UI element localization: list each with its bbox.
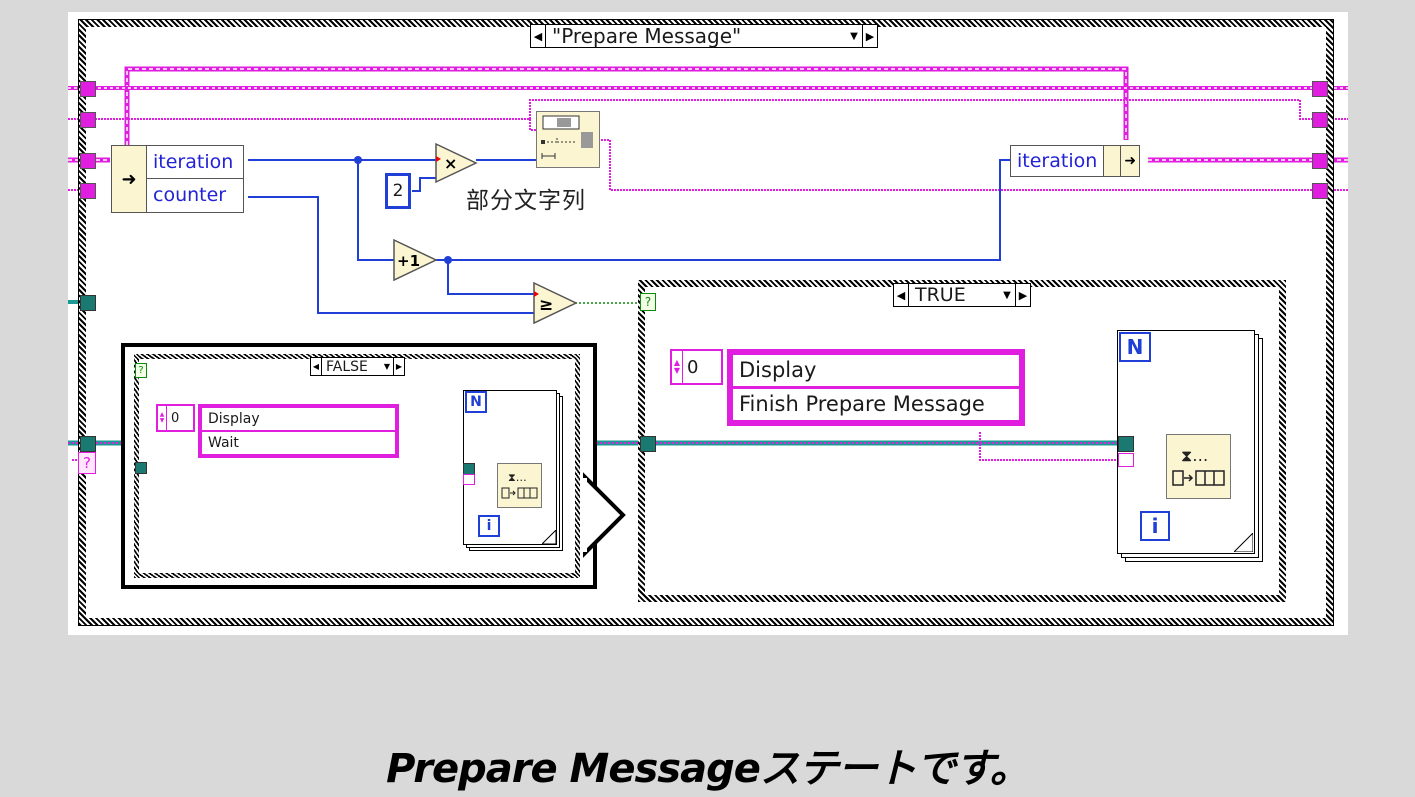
auto-index-tunnel[interactable] xyxy=(463,474,475,485)
queue-tunnel[interactable] xyxy=(640,436,656,452)
increment-node[interactable]: +1 xyxy=(392,238,438,282)
loop-count-terminal[interactable]: N xyxy=(1119,332,1151,362)
right-triangle-icon[interactable]: ▶ xyxy=(393,358,404,375)
left-triangle-icon[interactable]: ◀ xyxy=(894,284,909,306)
shift-register-tunnel[interactable] xyxy=(1312,153,1328,169)
svg-text:⧗…: ⧗… xyxy=(508,471,527,484)
shift-register-tunnel[interactable] xyxy=(80,81,96,97)
svg-text:⧗…: ⧗… xyxy=(1181,446,1208,465)
spin-arrows-icon[interactable]: ▲▼ xyxy=(158,406,167,430)
unbundle-field-iteration[interactable]: iteration xyxy=(147,146,243,179)
queue-tunnel[interactable] xyxy=(80,436,96,452)
auto-index-tunnel[interactable] xyxy=(1118,453,1134,467)
enqueue-icon: ⧗… xyxy=(1172,446,1225,486)
array-elements: Display Finish Prepare Message xyxy=(727,349,1025,426)
false-case-selector-terminal[interactable]: ? xyxy=(135,363,147,378)
loop-count-terminal[interactable]: N xyxy=(465,391,487,413)
right-arrow-icon: ➜ xyxy=(1120,146,1140,176)
down-triangle-icon[interactable]: ▼ xyxy=(1003,289,1011,301)
unbundle-by-name[interactable]: ➜ iteration counter xyxy=(111,145,244,213)
array-constant-false[interactable]: ▲▼ 0 Display Wait xyxy=(156,404,399,458)
case-selector-label: TRUE xyxy=(915,284,966,306)
array-index-display[interactable]: ▲▼ 0 xyxy=(670,349,723,385)
enqueue-icon: ⧗… xyxy=(501,471,538,499)
shift-register-tunnel[interactable] xyxy=(1312,183,1328,199)
queue-tunnel[interactable] xyxy=(1118,436,1134,452)
unbundle-field-counter[interactable]: counter xyxy=(153,184,227,206)
array-elements: Display Wait xyxy=(198,404,399,458)
greater-or-equal-node[interactable]: ≥ xyxy=(532,281,578,325)
array-element[interactable]: Display xyxy=(202,408,395,430)
right-triangle-icon[interactable]: ▶ xyxy=(862,25,877,47)
slide-caption: Prepare Messageステートです。 xyxy=(386,746,1030,792)
array-element[interactable]: Display xyxy=(733,355,1019,386)
compare-symbol: ≥ xyxy=(539,295,553,315)
error-case-terminal[interactable]: ? xyxy=(78,452,96,474)
array-element[interactable]: Finish Prepare Message xyxy=(733,389,1019,420)
page-fold-icon xyxy=(542,530,556,544)
array-index-display[interactable]: ▲▼ 0 xyxy=(156,404,195,432)
true-case-selector-terminal[interactable]: ? xyxy=(640,293,656,311)
down-triangle-icon[interactable]: ▼ xyxy=(383,362,391,371)
case-selector-true[interactable]: ◀ TRUE ▼ ▶ xyxy=(893,283,1031,307)
shift-register-tunnel[interactable] xyxy=(1312,112,1328,128)
shift-register-tunnel[interactable] xyxy=(80,153,96,169)
loop-iteration-terminal: i xyxy=(478,515,500,537)
queue-tunnel[interactable] xyxy=(80,295,96,311)
queue-tunnel[interactable] xyxy=(135,462,147,474)
enqueue-message-subvi[interactable]: ⧗… xyxy=(497,463,542,508)
down-triangle-icon[interactable]: ▼ xyxy=(850,30,858,42)
string-subset-icon xyxy=(541,115,593,159)
array-element[interactable]: Wait xyxy=(202,432,395,454)
case-selector-label: FALSE xyxy=(326,358,368,375)
shift-register-tunnel[interactable] xyxy=(80,112,96,128)
multiply-symbol: × xyxy=(444,154,457,173)
string-subset-function[interactable] xyxy=(536,111,600,168)
numeric-constant-2[interactable]: 2 xyxy=(385,173,411,209)
bundle-field-iteration[interactable]: iteration xyxy=(1017,150,1098,172)
shift-register-tunnel[interactable] xyxy=(80,183,96,199)
bundle-handle xyxy=(1103,146,1121,176)
spin-arrows-icon[interactable]: ▲▼ xyxy=(672,351,683,383)
string-subset-label: 部分文字列 xyxy=(466,188,586,214)
left-triangle-icon[interactable]: ◀ xyxy=(531,25,546,47)
multiply-node[interactable]: × xyxy=(434,142,478,184)
right-arrow-icon: ➜ xyxy=(112,146,147,212)
case-selector-label: "Prepare Message" xyxy=(552,24,742,48)
loop-iteration-terminal: i xyxy=(1140,511,1170,541)
left-triangle-icon[interactable]: ◀ xyxy=(311,358,322,375)
case-selector-false[interactable]: ◀ FALSE ▼ ▶ xyxy=(310,357,405,376)
popup-pointer xyxy=(583,472,626,558)
page-fold-icon xyxy=(1234,533,1253,552)
enqueue-message-subvi[interactable]: ⧗… xyxy=(1166,434,1231,499)
increment-symbol: +1 xyxy=(397,252,420,270)
case-selector-outer[interactable]: ◀ "Prepare Message" ▼ ▶ xyxy=(530,24,878,48)
shift-register-tunnel[interactable] xyxy=(1312,81,1328,97)
array-constant-true[interactable]: ▲▼ 0 Display Finish Prepare Message xyxy=(670,349,1025,426)
right-triangle-icon[interactable]: ▶ xyxy=(1015,284,1030,306)
bundle-by-name[interactable]: iteration ➜ xyxy=(1010,145,1141,177)
